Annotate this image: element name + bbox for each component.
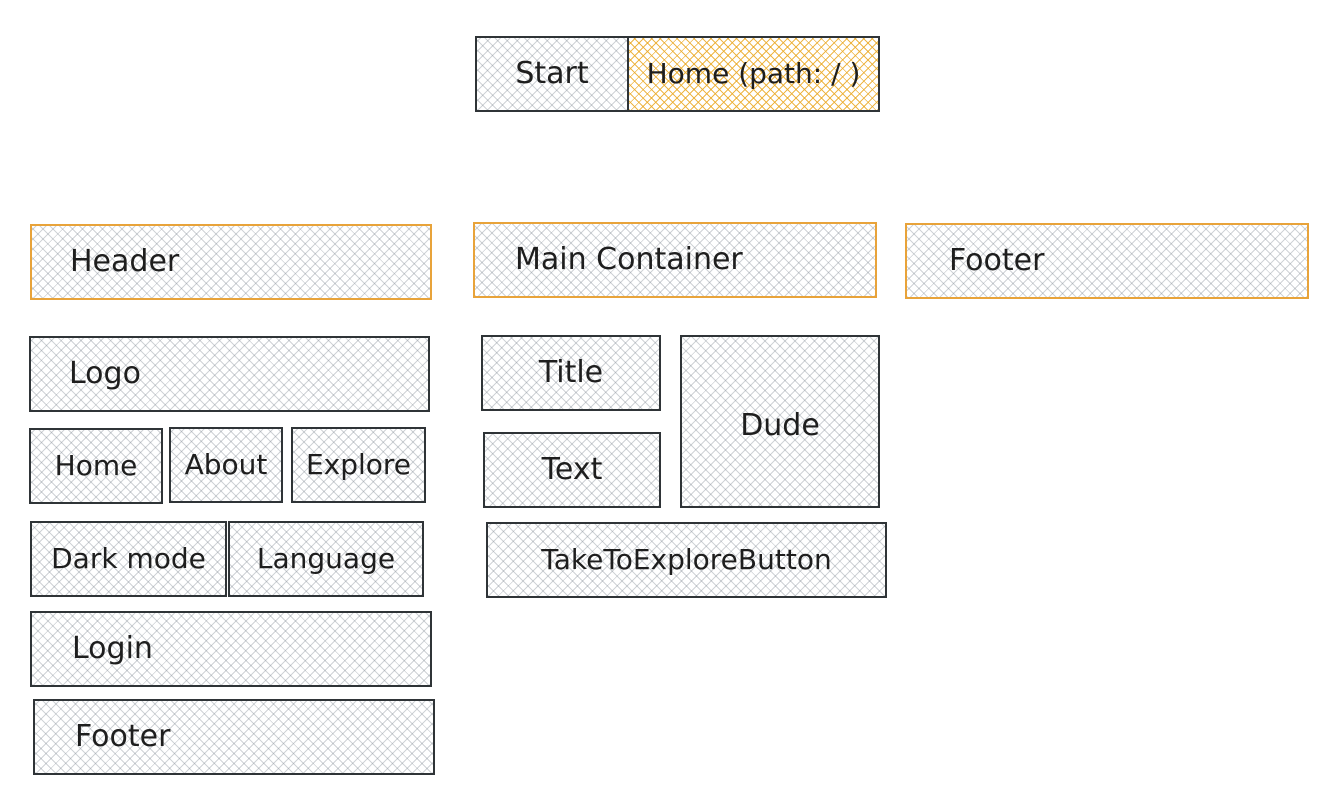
dark-mode-label: Dark mode [51, 542, 206, 575]
main-container-section: Main Container [473, 222, 877, 298]
dude-node: Dude [680, 335, 880, 508]
login-node: Login [30, 611, 432, 687]
logo-node: Logo [29, 336, 430, 412]
take-to-explore-button-node: TakeToExploreButton [486, 522, 887, 598]
language-node: Language [228, 521, 424, 597]
login-label: Login [72, 631, 153, 666]
dude-label: Dude [740, 408, 820, 443]
footer-section-label: Footer [949, 243, 1045, 278]
start-label: Start [515, 56, 589, 91]
footer-section: Footer [905, 223, 1309, 299]
take-to-explore-button-label: TakeToExploreButton [541, 543, 832, 576]
header-footer-label: Footer [75, 719, 171, 754]
nav-home-label: Home [54, 449, 138, 482]
nav-home-node: Home [29, 428, 163, 504]
header-section-label: Header [70, 244, 180, 279]
nav-about-label: About [184, 448, 268, 481]
header-section: Header [30, 224, 432, 300]
nav-explore-node: Explore [291, 427, 426, 503]
title-label: Title [538, 355, 604, 390]
dark-mode-node: Dark mode [30, 521, 227, 597]
home-route-label: Home (path: / ) [646, 57, 861, 90]
logo-label: Logo [69, 356, 141, 391]
header-footer-node: Footer [33, 699, 435, 775]
main-container-section-label: Main Container [515, 242, 743, 277]
home-route-node: Home (path: / ) [627, 36, 880, 112]
text-node: Text [483, 432, 661, 508]
language-label: Language [256, 542, 396, 575]
text-label: Text [541, 452, 603, 487]
start-node: Start [475, 36, 629, 112]
nav-about-node: About [169, 427, 283, 503]
nav-explore-label: Explore [305, 448, 412, 481]
title-node: Title [481, 335, 661, 411]
